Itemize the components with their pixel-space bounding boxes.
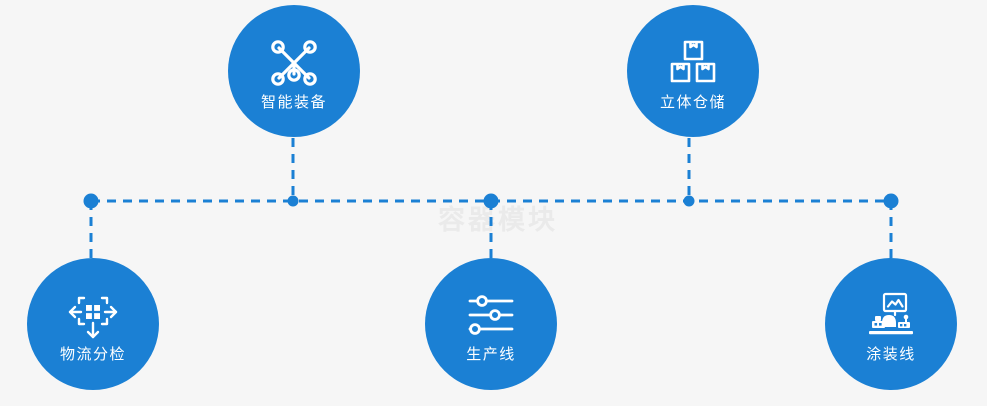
- junction-dot-smart-equipment: [287, 195, 299, 207]
- junction-dot-production-line: [483, 193, 499, 209]
- node-production-line[interactable]: 生产线: [425, 258, 557, 390]
- junction-dot-stereo-warehouse: [683, 195, 695, 207]
- network-nodes-icon: [271, 39, 317, 86]
- sorting-arrows-icon: [68, 296, 118, 338]
- paint-machine-icon: [869, 292, 913, 334]
- junction-dot-right-end: [883, 193, 899, 209]
- node-painting-line[interactable]: 涂装线: [825, 258, 957, 390]
- sliders-icon: [468, 294, 514, 335]
- node-label-production-line: 生产线: [466, 345, 516, 363]
- node-smart-equipment[interactable]: 智能装备: [228, 5, 360, 137]
- stacked-boxes-icon: [670, 40, 716, 82]
- node-logistics-sorting[interactable]: 物流分检: [27, 258, 159, 390]
- node-stereo-warehouse[interactable]: 立体仓储: [627, 5, 759, 137]
- node-label-stereo-warehouse: 立体仓储: [659, 93, 726, 111]
- junction-dot-left-end: [83, 193, 99, 209]
- node-label-smart-equipment: 智能装备: [260, 93, 327, 111]
- node-label-painting-line: 涂装线: [866, 345, 916, 363]
- watermark-text: 容器模块: [438, 205, 558, 235]
- node-label-logistics-sorting: 物流分检: [59, 345, 126, 363]
